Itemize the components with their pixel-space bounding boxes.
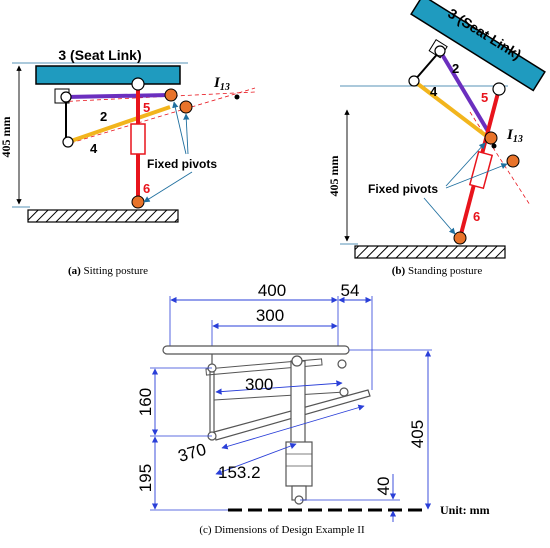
- design-actuator-rod: [290, 360, 306, 446]
- panel-a-caption: (a) Sitting posture: [68, 265, 148, 277]
- panel-a-height-label: 405 mm: [0, 117, 13, 158]
- panel-b-callout-1: [445, 142, 486, 187]
- panel-a-fixed-pivot-3: [131, 195, 145, 209]
- panel-b-joint-2: [434, 45, 446, 57]
- design-mid-link: [213, 391, 346, 401]
- panel-a-fixed-label: Fixed pivots: [147, 157, 217, 171]
- dim-line-300-mid: [215, 380, 343, 395]
- panel-c-dimensions: 400 54 300: [136, 281, 490, 536]
- design-seat-plate: [162, 345, 350, 355]
- panel-a-actuator-cylinder: [130, 123, 146, 155]
- panel-a-link-5-label: 5: [143, 100, 150, 115]
- panel-b-height-label: 405 mm: [327, 156, 341, 197]
- panel-a-seat-label: 3 (Seat Link): [58, 47, 141, 63]
- dim-40: 40: [374, 477, 393, 496]
- panel-b-standing: 405 mm 3 (Seat Link) 2 4 5: [327, 0, 546, 277]
- panel-b-crank: [413, 50, 441, 82]
- dim-line-370: [221, 404, 365, 450]
- panel-a-ic-line-2: [63, 87, 256, 146]
- panel-b-joint-4: [408, 75, 420, 87]
- design-actuator-body: [285, 441, 313, 487]
- panel-b-ic-label: I13: [506, 127, 523, 145]
- panel-b-callout-3: [423, 197, 456, 235]
- panel-b-ic-point: [491, 143, 497, 149]
- design-pivot-mid-right: [339, 387, 349, 397]
- design-pivot-top-right: [337, 359, 347, 369]
- panel-b-seat-link: [410, 0, 546, 92]
- panel-a-link-4: [67, 105, 171, 144]
- panel-a-callout-2: [183, 113, 190, 155]
- panel-b-link-4: [412, 79, 491, 140]
- panel-a-sitting: 405 mm 3 (Seat Link) 2 4 5 6 I13: [0, 47, 256, 277]
- unit-label: Unit: mm: [440, 503, 490, 517]
- panel-a-fixed-pivot-1: [164, 88, 178, 102]
- panel-a-seat-link: [35, 65, 181, 85]
- design-pivot-seat: [291, 355, 303, 367]
- panel-a-link-2-label: 2: [100, 109, 107, 124]
- dim-405: 405: [408, 420, 427, 448]
- panel-b-ground: [354, 245, 506, 259]
- panel-b-fixed-pivot-2: [506, 154, 520, 168]
- panel-a-link-2: [65, 93, 171, 99]
- dim-300-mid: 300: [245, 375, 273, 394]
- panel-b-fixed-pivot-1: [484, 131, 498, 145]
- panel-a-joint-2: [60, 91, 72, 103]
- panel-b-link-2-label: 2: [452, 61, 459, 76]
- panel-a-fixed-pivot-2: [179, 100, 193, 114]
- panel-a-callout-3: [143, 171, 193, 203]
- panel-a-callout-1: [172, 101, 187, 155]
- dim-300-top: 300: [256, 306, 284, 325]
- panel-b-ic-line: [469, 111, 531, 206]
- panel-b-callout-2: [445, 163, 508, 189]
- panel-b-link-4-label: 4: [430, 84, 438, 99]
- panel-c-caption: (c) Dimensions of Design Example II: [199, 524, 365, 536]
- panel-b-link-6-label: 6: [473, 209, 480, 224]
- panel-b-joint-seat: [492, 82, 506, 96]
- dim-370: 370: [176, 440, 209, 466]
- dim-153: 153.2: [218, 463, 261, 482]
- panel-a-link-4-label: 4: [90, 141, 98, 156]
- dim-160: 160: [136, 388, 155, 416]
- panel-a-link-6-label: 6: [143, 181, 150, 196]
- dim-400: 400: [258, 281, 286, 300]
- panel-b-actuator-cylinder: [468, 150, 494, 190]
- panel-a-ic-point: [234, 94, 240, 100]
- panel-a-joint-4: [62, 136, 74, 148]
- panel-b-link-5-label: 5: [481, 90, 488, 105]
- panel-a-ground: [27, 209, 179, 223]
- dim-195: 195: [136, 464, 155, 492]
- panel-b-caption: (b) Standing posture: [392, 265, 483, 277]
- panel-b-fixed-label: Fixed pivots: [368, 182, 438, 196]
- panel-b-seat-group: [410, 0, 546, 92]
- panel-b-fixed-pivot-3: [453, 231, 467, 245]
- panel-a-joint-seat: [131, 77, 145, 91]
- dim-54: 54: [341, 281, 360, 300]
- panel-a-ic-label: I13: [213, 75, 230, 93]
- panel-b-link-2: [438, 49, 494, 140]
- dim-line-153: [215, 443, 297, 475]
